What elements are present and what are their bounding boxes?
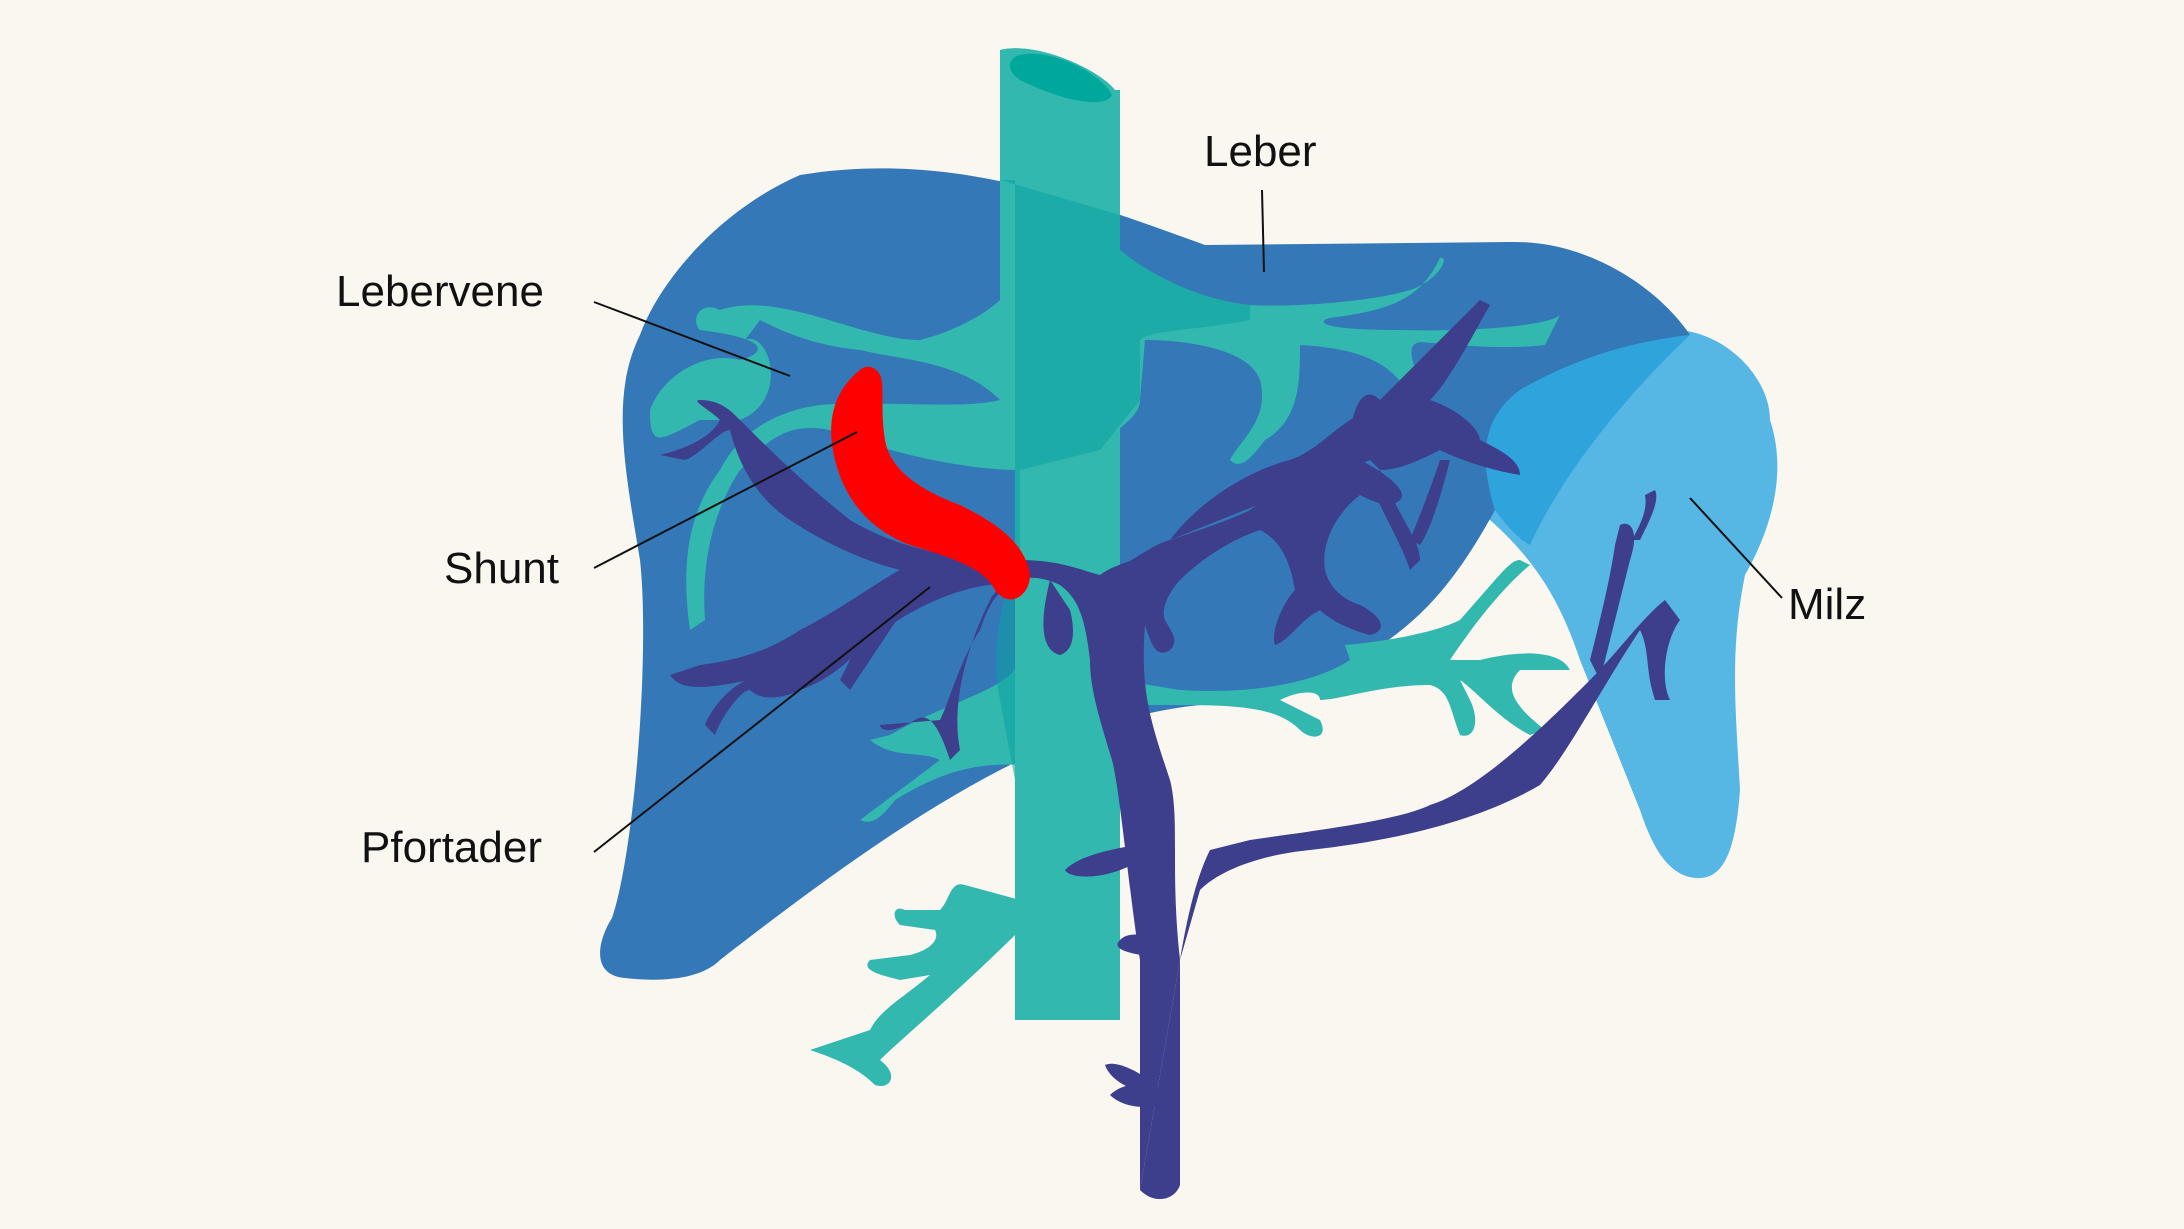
leader-line-lebervene	[593, 301, 791, 377]
leader-line-leber	[1261, 189, 1265, 273]
leader-line-milz	[1689, 497, 1783, 599]
spleen-liver-overlap	[1485, 335, 1690, 545]
label-pfortader: Pfortader	[361, 823, 542, 872]
vena-cava-opening	[1009, 53, 1112, 103]
label-leber: Leber	[1204, 127, 1317, 176]
portal-vein	[660, 300, 1680, 1200]
leader-line-pfortader	[593, 586, 931, 853]
vein-liver-overlap	[996, 180, 1250, 780]
shunt-vessel	[831, 366, 1030, 600]
label-shunt: Shunt	[444, 544, 559, 593]
leader-line-shunt	[593, 431, 858, 569]
label-lebervene: Lebervene	[336, 267, 544, 316]
leader-lines	[593, 189, 1783, 853]
label-milz: Milz	[1788, 580, 1867, 629]
